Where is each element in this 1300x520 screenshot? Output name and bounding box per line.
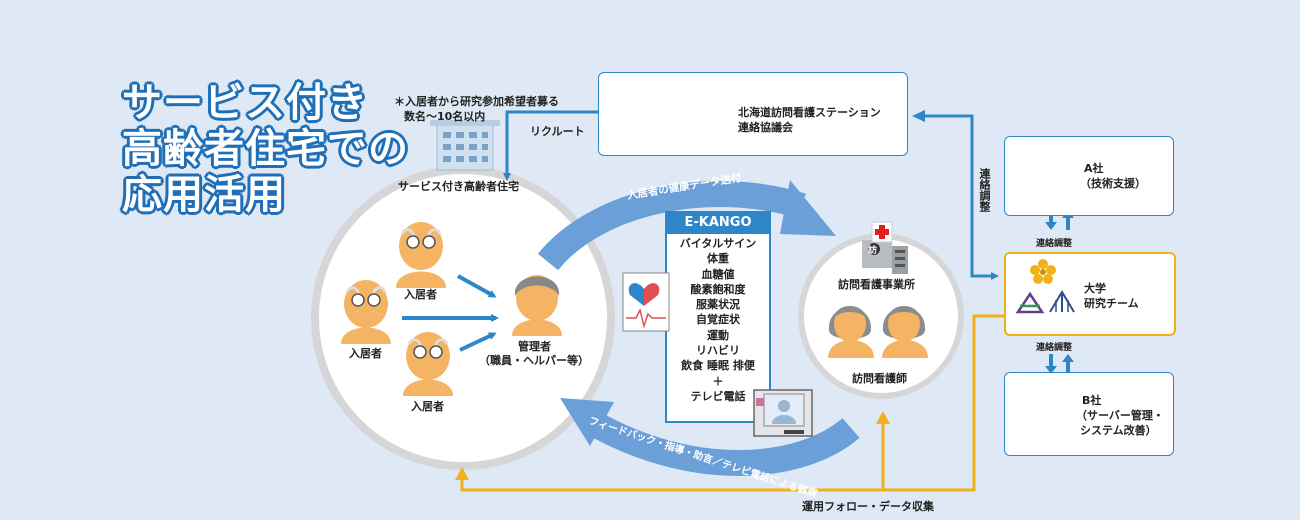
- resident-b-label: 入居者: [349, 347, 382, 360]
- resident-b-icon: [341, 280, 391, 344]
- operation-arrowhead-mid: [876, 411, 890, 424]
- recruit-line: [503, 110, 598, 181]
- ekango-items: バイタルサイン 体重 血糖値 酸素飽和度 服薬状況 自覚症状 運動 リハビリ 飲…: [667, 236, 769, 404]
- feedback-arrow: [581, 408, 860, 476]
- ekango-item: ＋: [712, 374, 724, 388]
- heart-monitor-icon: [622, 272, 670, 332]
- note-line1: ＊入居者から研究参加希望者募る: [394, 95, 559, 108]
- operation-line: [460, 314, 1004, 492]
- ekango-item: 運動: [707, 328, 729, 342]
- housing-label: サービス付き高齢者住宅: [398, 180, 519, 193]
- company-b-role-1: （サーバー管理・: [1076, 409, 1164, 422]
- feedback-arrowhead: [560, 398, 614, 446]
- station-building-icon: [862, 221, 908, 274]
- council-name-1: 北海道訪問看護ステーション: [738, 106, 881, 119]
- ekango-item: 服薬状況: [696, 298, 740, 312]
- ekango-item: 飲食 睡眠 排便: [681, 359, 755, 373]
- station-label: 訪問看護事業所: [838, 278, 915, 291]
- ekango-item: 体重: [707, 252, 729, 266]
- manager-label-1: 管理者: [518, 340, 551, 353]
- ab-arrows-bottom: [1045, 354, 1074, 374]
- ekango-item: 自覚症状: [696, 313, 740, 327]
- page-title-line3: 応用活用: [122, 172, 286, 218]
- company-b-role-2: システム改善）: [1080, 424, 1157, 437]
- council-name-2: 連絡協議会: [738, 121, 793, 134]
- company-b-name: B社: [1082, 394, 1102, 407]
- ekango-item: 酸素飽和度: [690, 282, 746, 296]
- contact-b-label: 連絡調整: [1036, 343, 1073, 353]
- ekango-item: リハビリ: [696, 344, 740, 358]
- ekango-header: [666, 212, 770, 234]
- university-team: 研究チーム: [1084, 297, 1139, 310]
- ekango-panel: [665, 211, 771, 423]
- ekango-item: バイタルサイン: [679, 237, 757, 250]
- contact-vertical-label: 連絡調整: [978, 168, 991, 212]
- company-a-name: A社: [1084, 162, 1104, 175]
- operation-arrowhead-left: [455, 467, 469, 480]
- university-emblem-icon: [1015, 290, 1075, 314]
- note-line2: 数名〜10名以内: [404, 110, 486, 123]
- company-a-role: （技術支援）: [1080, 177, 1146, 190]
- contact-line: [925, 114, 999, 280]
- resident-c-label: 入居者: [411, 400, 444, 413]
- manager-icon: [512, 275, 562, 336]
- resident-a-label: 入居者: [404, 288, 437, 301]
- company-b-box: [1004, 372, 1174, 456]
- operation-label: 運用フォロー・データ収集: [802, 500, 934, 513]
- contact-a-label: 連絡調整: [1036, 239, 1073, 249]
- nurse-a-icon: [828, 306, 874, 358]
- housing-building-icon: [430, 120, 500, 171]
- university-name: 大学: [1084, 282, 1106, 295]
- send-data-arrowhead: [780, 180, 836, 236]
- page-title-line2: 高齢者住宅での: [122, 126, 409, 172]
- contact-arrowhead-top: [912, 110, 925, 122]
- manager-label-2: （職員・ヘルパー等）: [479, 354, 589, 367]
- resident-arrow-c: [459, 332, 497, 352]
- resident-arrow-a: [457, 274, 497, 298]
- ekango-item: 血糖値: [701, 267, 735, 281]
- ekango-title: E-KANGO: [684, 215, 752, 230]
- tv-phone-icon: [753, 389, 813, 437]
- company-a-box: [1004, 136, 1174, 216]
- station-badge: 訪: [868, 246, 878, 256]
- resident-a-icon: [396, 222, 446, 288]
- university-flower-icon: [1030, 259, 1056, 284]
- nurse-b-icon: [882, 306, 928, 358]
- recruit-label: リクルート: [530, 125, 585, 138]
- ekango-item: テレビ電話: [690, 389, 746, 403]
- council-box: [598, 72, 908, 156]
- nurse-label: 訪問看護師: [852, 372, 907, 385]
- page-title-line1: サービス付き: [122, 80, 368, 126]
- send-data-arrow: [537, 181, 806, 271]
- resident-c-icon: [403, 332, 453, 396]
